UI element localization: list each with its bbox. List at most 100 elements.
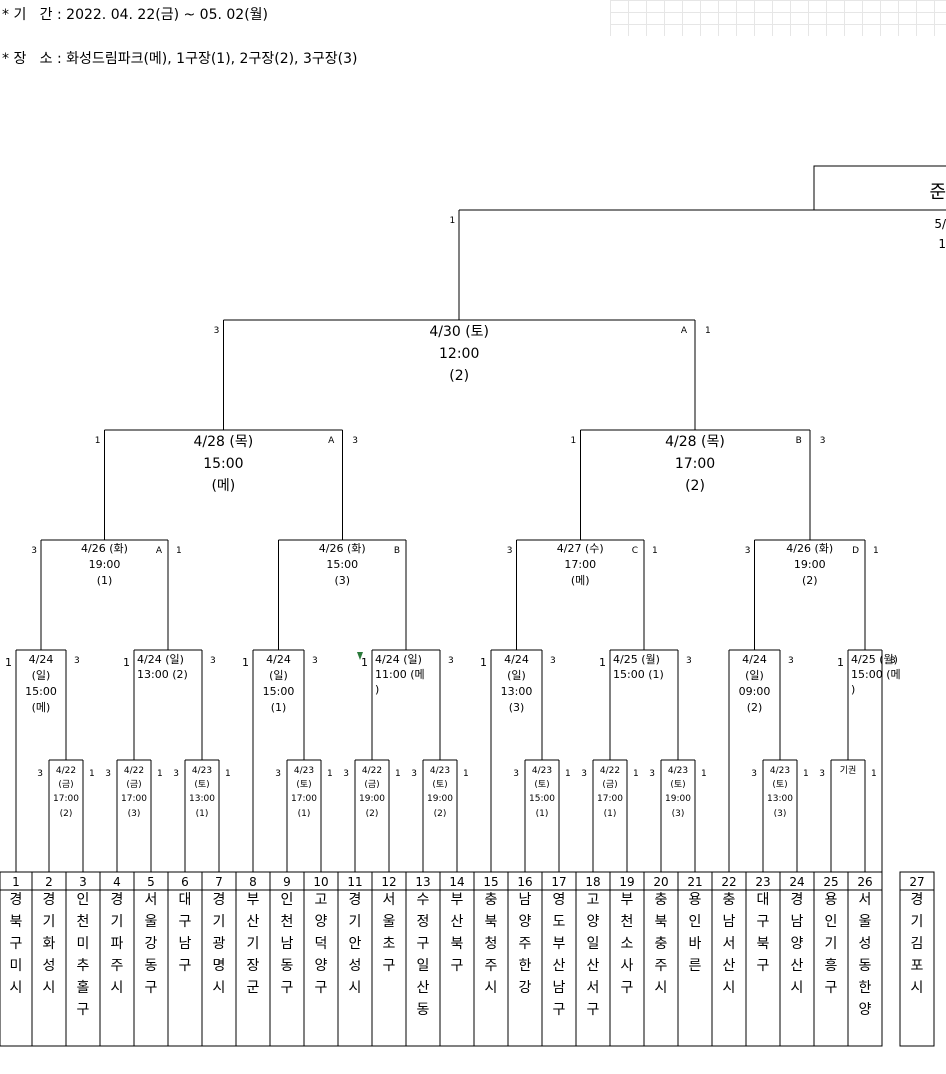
r1-time: 17:00 — [291, 794, 317, 804]
team-name-char: 구 — [825, 980, 838, 996]
team-name-char: 주 — [655, 958, 668, 974]
r1-score-left: 3 — [173, 769, 179, 779]
team-name-char: 산 — [587, 958, 600, 974]
team-name-char: 구 — [417, 936, 430, 952]
team-name-char: 산 — [247, 914, 260, 930]
r3-tag: B — [394, 546, 400, 556]
r3-date: 4/26 (화) — [786, 542, 833, 555]
r1-venue: (2) — [60, 809, 73, 819]
r1-time: 17:00 — [597, 794, 623, 804]
team-name-char: 양 — [859, 1002, 872, 1018]
r1-time: 15:00 — [529, 794, 555, 804]
r3-time: 19:00 — [794, 558, 826, 571]
team-name-char: 서 — [145, 892, 158, 908]
r2-score-right: 3 — [74, 656, 80, 666]
r1-score-left: 3 — [819, 769, 825, 779]
team-name-char: 고 — [587, 892, 600, 908]
r1-day: (토) — [670, 780, 685, 790]
r4-score-left: 1 — [571, 436, 577, 446]
team-name-char: 추 — [77, 958, 90, 974]
team-name-char: 구 — [145, 980, 158, 996]
r5-score-right: 1 — [705, 326, 711, 336]
team-name-char: 한 — [859, 980, 872, 996]
team-number-23: 23 — [755, 875, 770, 889]
r4-score-left: 1 — [95, 436, 101, 446]
team-name-char: 구 — [621, 980, 634, 996]
r2-info: 4/24 (일) — [375, 652, 422, 666]
r2-score-right: 3 — [448, 656, 454, 666]
r2-info: 4/24 — [742, 653, 767, 666]
r1-day: (토) — [432, 780, 447, 790]
team-name-char: 파 — [111, 936, 124, 952]
team-name-char: 천 — [621, 914, 634, 930]
team-name-char: 한 — [519, 958, 532, 974]
team-name-char: 광 — [213, 936, 226, 952]
r3-time: 17:00 — [564, 558, 596, 571]
team-name-char: 용 — [689, 892, 702, 908]
r1-score-right: 1 — [633, 769, 639, 779]
team-name-char: 북 — [485, 914, 498, 930]
team-27-frame — [899, 871, 935, 1047]
team-number-24: 24 — [789, 875, 804, 889]
team-name-char: 홀 — [77, 980, 90, 996]
team-name-char: 기 — [111, 914, 124, 930]
r2-info: 4/24 — [266, 653, 291, 666]
r3-score-right: 1 — [176, 546, 182, 556]
r2-score-left: 1 — [5, 656, 12, 669]
team-name-char: 고 — [315, 892, 328, 908]
team-name-char: 기 — [825, 936, 838, 952]
r2-score-right: 3 — [686, 656, 692, 666]
r4-tag: A — [328, 436, 335, 446]
r1-day: (금) — [602, 779, 617, 790]
team-name-char: 인 — [281, 892, 294, 908]
r1-score-right: 1 — [225, 769, 231, 779]
team-name-char: 명 — [213, 958, 226, 974]
team-name-char: 시 — [791, 980, 804, 996]
team-name-char: 부 — [451, 892, 464, 908]
team-name-char: 구 — [10, 936, 23, 952]
r3-venue: (1) — [97, 574, 113, 587]
r1-day: (금) — [126, 779, 141, 790]
r1-day: (금) — [58, 779, 73, 790]
grid-decoration — [610, 0, 946, 36]
r2-info: 15:00 (메 — [851, 668, 901, 681]
team-name-char: 덕 — [315, 936, 328, 952]
team-name-char: 울 — [145, 914, 158, 930]
r4-time: 15:00 — [203, 456, 243, 472]
team-number-9: 9 — [283, 875, 291, 889]
team-name-char: 부 — [553, 936, 566, 952]
team-number-18: 18 — [585, 875, 600, 889]
team-name-char: 구 — [553, 1002, 566, 1018]
r2-info: 09:00 — [739, 685, 771, 698]
r1-score-right: 1 — [157, 769, 163, 779]
r1-time: 13:00 — [767, 794, 793, 804]
r1-score-right: 1 — [565, 769, 571, 779]
r3-score-left: 3 — [745, 546, 751, 556]
r2-info: 15:00 — [25, 685, 57, 698]
team-name-char: 시 — [213, 980, 226, 996]
r1-day: (토) — [296, 780, 311, 790]
team-name-char: 충 — [655, 892, 668, 908]
team-number-5: 5 — [147, 875, 155, 889]
team-name-char: 대 — [757, 892, 770, 908]
r2-score-left: 1 — [242, 656, 249, 669]
r1-venue: (2) — [366, 809, 379, 819]
team-name-char: 서 — [383, 892, 396, 908]
team-number-19: 19 — [619, 875, 634, 889]
r1-time: 13:00 — [189, 794, 215, 804]
r1-day: (토) — [194, 780, 209, 790]
team-name-char: 양 — [315, 958, 328, 974]
team-name-char: 남 — [553, 980, 566, 996]
r2-info: ) — [375, 683, 379, 696]
team-name-char: 남 — [281, 936, 294, 952]
team-name-char: 용 — [825, 892, 838, 908]
r2-info: (일) — [32, 668, 51, 682]
r2-info: (일) — [745, 668, 764, 682]
r3-venue: (2) — [802, 574, 818, 587]
r4-venue: (2) — [685, 478, 705, 494]
team-name-char: 인 — [77, 892, 90, 908]
r3-venue: (3) — [334, 574, 350, 587]
team-name-char: 화 — [43, 936, 56, 952]
team-name-char: 경 — [791, 892, 804, 908]
